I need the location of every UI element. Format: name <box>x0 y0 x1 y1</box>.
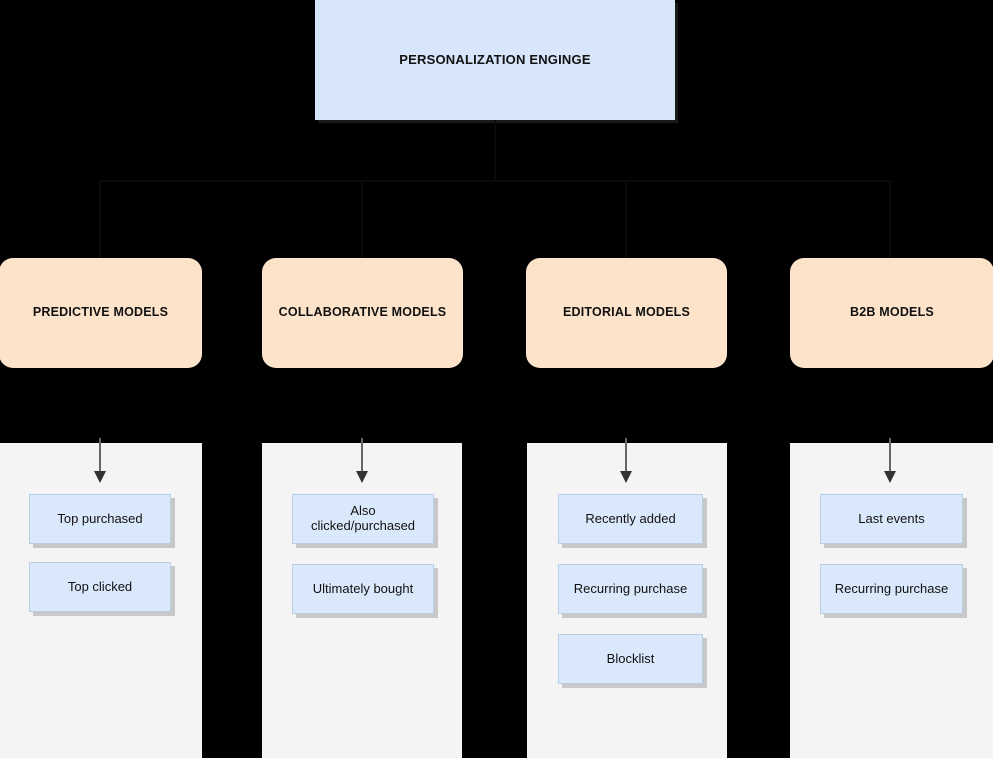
connector-drop-b2b <box>889 180 891 258</box>
connector-drop-editorial <box>625 180 627 258</box>
category-box-predictive-models[interactable]: PREDICTIVE MODELS <box>0 258 202 368</box>
category-label-b2b-models: B2B MODELS <box>850 305 934 320</box>
leaf-box-ultimately-bought[interactable]: Ultimately bought <box>292 564 434 614</box>
leaf-label-recurring-purchase-b2b: Recurring purchase <box>834 580 949 596</box>
leaf-box-also-clicked-purchased[interactable]: Also clicked/purchased <box>292 494 434 544</box>
leaf-label-blocklist: Blocklist <box>606 650 655 666</box>
leaf-box-top-purchased[interactable]: Top purchased <box>29 494 171 544</box>
leaf-box-recurring-purchase-editorial[interactable]: Recurring purchase <box>558 564 703 614</box>
category-box-b2b-models[interactable]: B2B MODELS <box>790 258 993 368</box>
leaf-label-ultimately-bought: Ultimately bought <box>312 580 414 596</box>
leaf-label-also-clicked-purchased: Also clicked/purchased <box>310 503 416 533</box>
connector-drop-collaborative <box>361 180 363 258</box>
connector-drop-predictive <box>99 180 101 258</box>
leaf-label-top-purchased: Top purchased <box>57 510 143 526</box>
root-node-label: PERSONALIZATION ENGINGE <box>399 51 591 67</box>
connector-trunk-vertical <box>494 120 496 180</box>
leaf-box-recently-added[interactable]: Recently added <box>558 494 703 544</box>
category-label-editorial-models: EDITORIAL MODELS <box>562 305 691 320</box>
root-node-personalization-enginge[interactable]: PERSONALIZATION ENGINGE <box>315 0 675 120</box>
category-box-editorial-models[interactable]: EDITORIAL MODELS <box>526 258 727 368</box>
leaf-label-last-events: Last events <box>858 510 925 526</box>
category-box-collaborative-models[interactable]: COLLABORATIVE MODELS <box>262 258 463 368</box>
leaf-label-top-clicked: Top clicked <box>67 578 133 594</box>
leaf-box-recurring-purchase-b2b[interactable]: Recurring purchase <box>820 564 963 614</box>
category-label-predictive-models: PREDICTIVE MODELS <box>32 305 169 320</box>
leaf-box-last-events[interactable]: Last events <box>820 494 963 544</box>
leaf-label-recurring-purchase-editorial: Recurring purchase <box>573 580 688 596</box>
leaf-label-recently-added: Recently added <box>585 510 676 526</box>
category-label-collaborative-models: COLLABORATIVE MODELS <box>278 305 447 320</box>
leaf-box-blocklist[interactable]: Blocklist <box>558 634 703 684</box>
connector-horizontal-rail <box>100 180 892 182</box>
leaf-box-top-clicked[interactable]: Top clicked <box>29 562 171 612</box>
